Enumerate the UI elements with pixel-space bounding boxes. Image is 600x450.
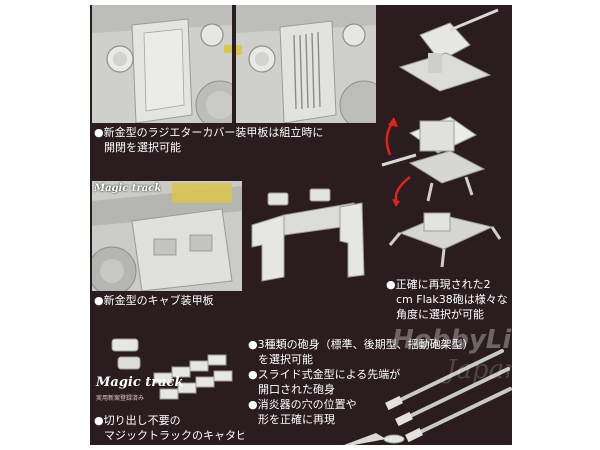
flak38-top-render (398, 8, 499, 92)
magic-track-logo: Magic track (96, 375, 184, 390)
cab-caption: ●新金型のキャブ装甲板 (94, 293, 214, 308)
radiator-caption-line-2: 開閉を選択可能 (104, 141, 181, 154)
tracks-caption-line-2: マジックトラックのキャタピラ (104, 429, 258, 442)
magic-track-subtitle: 実用新案登録済み (96, 395, 145, 402)
barrels-caption-line-3: ●スライド式金型による先端が (248, 368, 401, 381)
gun-barrels-render (244, 335, 512, 445)
flak-caption-line-2: cm Flak38砲は様々な (396, 293, 508, 306)
barrels-caption-line-2: を選択可能 (258, 353, 313, 366)
radiator-cover-closed-photo (92, 5, 232, 123)
cab-armor-parts (244, 185, 374, 285)
flak-caption: ●正確に再現された2 cm Flak38砲は様々な 角度に選択が可能 (386, 277, 508, 322)
barrels-caption: ●3種類の砲身（標準、後期型、揺動砲架型） を選択可能 ●スライド式金型による先… (248, 337, 474, 427)
flak38-gun-renders (380, 5, 512, 275)
tracks-caption: ●切り出し不要の マジックトラックのキャタピラ (94, 413, 258, 443)
barrels-caption-line-6: 形を正確に再現 (258, 413, 335, 426)
tracks-caption-line-1: ●切り出し不要の (94, 414, 181, 427)
flak38-middle-render (381, 116, 486, 202)
cab-armor-photo: Magic track (92, 181, 242, 291)
flak38-bottom-render (388, 212, 502, 268)
radiator-cover-open-photo (236, 5, 376, 123)
magic-track-logo-cab: Magic track (94, 183, 162, 194)
barrels-caption-line-4: 開口された砲身 (258, 383, 335, 396)
radiator-caption: ●新金型のラジエターカバー装甲板は組立時に 開閉を選択可能 (94, 125, 323, 155)
product-feature-sheet: ●新金型のラジエターカバー装甲板は組立時に 開閉を選択可能 Magic trac… (90, 5, 512, 445)
magic-track-parts: Magic track 実用新案登録済み (94, 333, 240, 413)
cab-caption-line-1: ●新金型のキャブ装甲板 (94, 294, 214, 307)
radiator-caption-line-1: ●新金型のラジエターカバー装甲板は組立時に (94, 126, 324, 139)
watermark-main: HobbyLink (392, 325, 512, 355)
barrels-caption-line-5: ●消炎器の穴の位置や (248, 398, 357, 411)
rotate-arrow-icon (385, 117, 411, 207)
barrels-caption-line-1: ●3種類の砲身（標準、後期型、揺動砲架型） (248, 338, 474, 351)
watermark-secondary: Japan (446, 355, 512, 385)
flak-caption-line-1: ●正確に再現された2 (386, 278, 491, 291)
flak-caption-line-3: 角度に選択が可能 (396, 308, 484, 321)
